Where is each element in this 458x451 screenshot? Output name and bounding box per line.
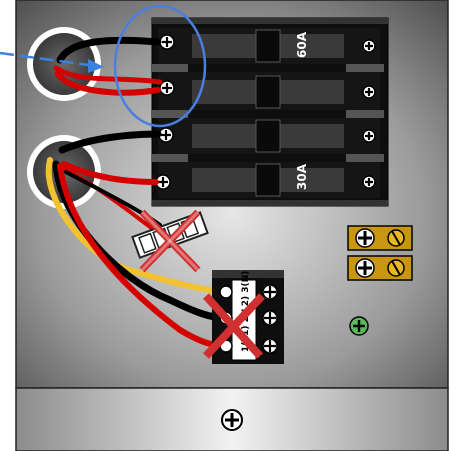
- red-x-removed-icon: [203, 293, 265, 359]
- neutral-lug-top: [347, 225, 413, 251]
- breaker-screw-slots: [158, 37, 373, 187]
- ground-screw-icon: [349, 316, 369, 336]
- cover-screw-icon: [221, 409, 243, 431]
- neutral-lug-bottom: [347, 255, 413, 281]
- highlight-circle-icon: [113, 4, 207, 128]
- pointer-arrow-icon: [0, 51, 104, 73]
- breaker-label-60a: 60A: [295, 31, 309, 58]
- breaker-bank: [151, 17, 389, 207]
- breaker-label-30a: 30A: [295, 163, 309, 190]
- feed-wires: [53, 36, 163, 96]
- red-x-removed-icon: [139, 209, 201, 273]
